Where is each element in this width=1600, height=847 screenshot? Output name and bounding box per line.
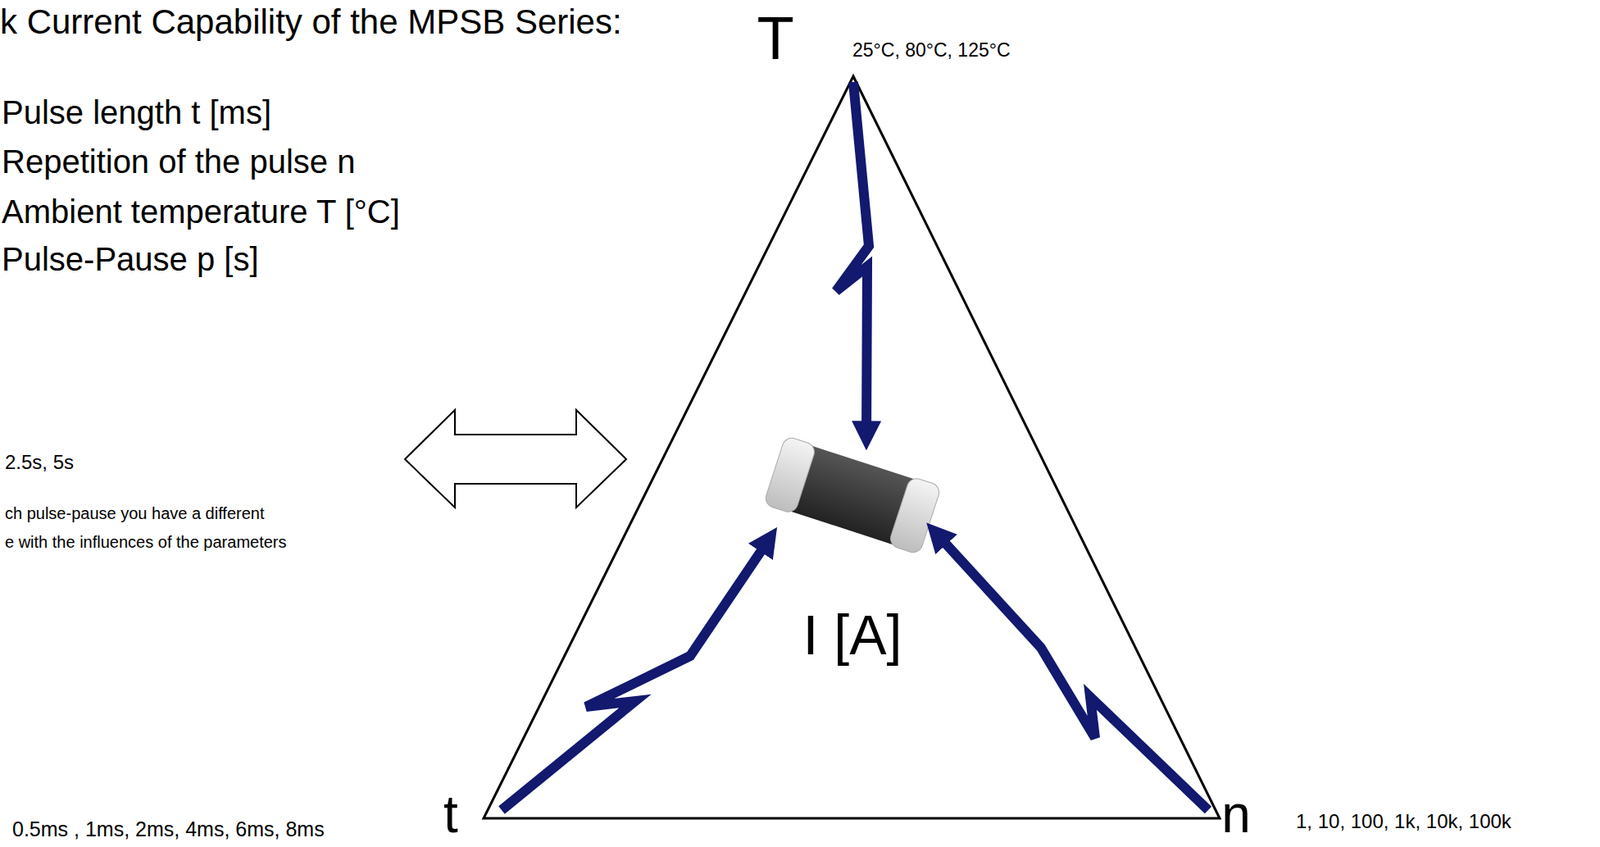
- chip-component: [763, 435, 941, 555]
- value-list: 25°C, 80°C, 125°C: [852, 40, 1011, 61]
- current-label: I [A]: [803, 604, 903, 666]
- value-list: 2.5s, 5s: [4, 451, 74, 473]
- parameter-label: Ambient temperature T [°C]: [1, 193, 400, 230]
- note-text: e with the influences of the parameters: [4, 532, 287, 551]
- lightning-arrow: [501, 536, 771, 810]
- slide-title: k Current Capability of the MPSB Series:: [0, 3, 623, 41]
- parameter-label: Pulse length t [ms]: [1, 94, 272, 131]
- parameter-label: Pulse-Pause p [s]: [1, 240, 260, 278]
- axis-letter: T: [756, 4, 794, 72]
- value-list: 1, 10, 100, 1k, 10k, 100k: [1295, 810, 1512, 832]
- axis-letter: n: [1221, 785, 1251, 843]
- lightning-arrow: [934, 531, 1209, 810]
- double-arrow: [404, 409, 627, 508]
- note-text: ch pulse-pause you have a different: [4, 504, 265, 523]
- lightning-arrow: [836, 81, 869, 439]
- axis-letter: t: [443, 785, 459, 843]
- parameter-label: Repetition of the pulse n: [1, 143, 355, 180]
- value-list: 0.5ms , 1ms, 2ms, 4ms, 6ms, 8ms: [12, 818, 325, 841]
